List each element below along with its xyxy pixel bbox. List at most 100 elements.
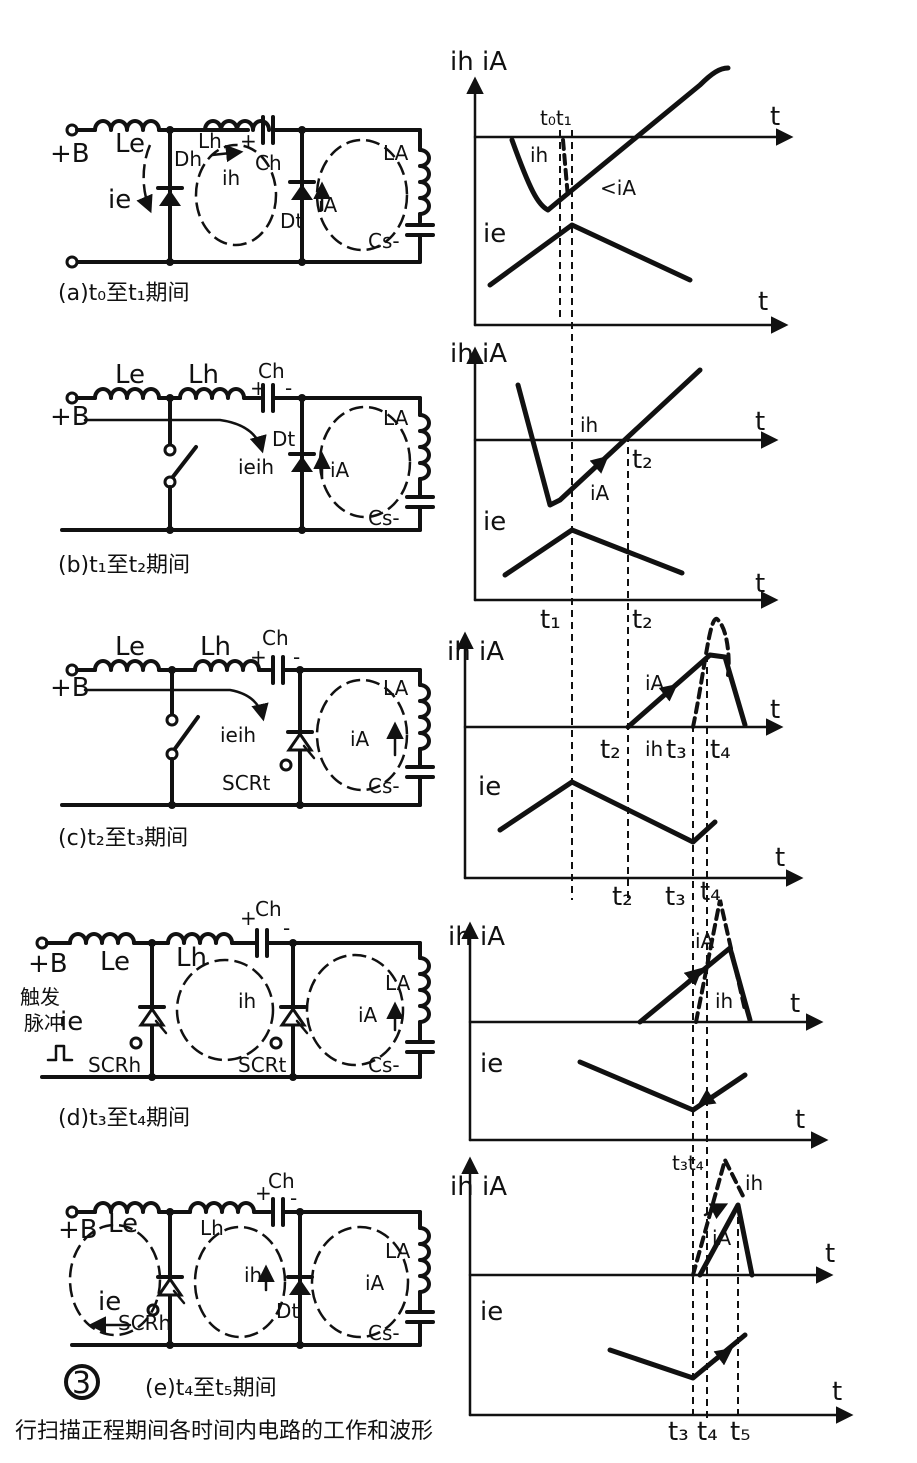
label-minus: - [283, 916, 290, 940]
wave-a-t0t1: t₀t₁ [540, 106, 572, 130]
label-iA: iA [365, 1271, 385, 1295]
wave-e-t4: t₄ [697, 1417, 718, 1447]
label-Le: Le [115, 632, 145, 662]
label-Le: Le [100, 947, 130, 977]
label-iA: iA [318, 193, 338, 217]
label-ih: ih [244, 1263, 262, 1287]
wave-d-iA: iA [695, 929, 715, 953]
label-ie: ie [98, 1287, 121, 1317]
label-iA: iA [330, 458, 350, 482]
label-minus: - [293, 645, 300, 669]
wave-e-ih-iA: ih iA [450, 1172, 507, 1202]
wave-b-t2: t₂ [632, 445, 653, 475]
label-Lh: Lh [200, 1216, 224, 1240]
label-Lh: Lh [200, 632, 231, 662]
figure-number-circle [64, 1364, 100, 1400]
wave-e-ie: ie [480, 1297, 503, 1327]
wave-c-ih: ih [645, 737, 663, 761]
wave-a-t2: t [758, 287, 768, 317]
caption-d: (d)t₃至t₄期间 [58, 1106, 190, 1131]
label-Cs: Cs- [368, 1053, 400, 1077]
label-plusB: +B [28, 949, 68, 979]
label-Dt: Dt [280, 209, 303, 233]
label-plus: + [240, 906, 257, 930]
wave-e-t: t [825, 1239, 835, 1269]
wave-a-t: t [770, 102, 780, 132]
wave-a-ih: ih [530, 143, 548, 167]
figure-caption: 行扫描正程期间各时间内电路的工作和波形 [15, 1419, 433, 1444]
wave-a-ih-iA: ih iA [450, 47, 507, 77]
label-iA: iA [350, 727, 370, 751]
wave-d-ih-iA: ih iA [448, 922, 505, 952]
label-Lh: Lh [176, 943, 207, 973]
label-iA: iA [358, 1003, 378, 1027]
label-trigger2: 脉冲 [24, 1011, 64, 1035]
wave-b-t1: t₁ [540, 605, 561, 635]
caption-e: (e)t₄至t₅期间 [145, 1376, 277, 1401]
wave-c-t-bottom: t [775, 843, 785, 873]
caption-b: (b)t₁至t₂期间 [58, 553, 190, 578]
label-trigger1: 触发 [20, 985, 60, 1009]
label-LA: LA [383, 676, 409, 700]
wave-d-t: t [790, 989, 800, 1019]
wave-b-t: t [755, 407, 765, 437]
label-LA: LA [385, 971, 411, 995]
label-Ch: Ch [255, 897, 282, 921]
wave-e-iA: iA [712, 1226, 732, 1250]
label-Lh: Lh [198, 129, 222, 153]
label-Dt: Dt [272, 427, 295, 451]
label-Ch: Ch [258, 359, 285, 383]
circuit-e: +B Le ie Lh + Ch - SCRh ih Dt iA LA Cs- … [58, 1169, 435, 1401]
caption-a: (a)t₀至t₁期间 [58, 281, 190, 306]
wave-d-t3t4: t₃t₄ [672, 1151, 704, 1175]
wave-d-t-bottom: t [795, 1105, 805, 1135]
waveforms: ih iA t t₀t₁ ih <iA ie t ih iA t ih iA t… [447, 47, 854, 1447]
label-Cs: Cs- [368, 506, 400, 530]
wave-c-ih-iA: ih iA [447, 637, 504, 667]
label-plus: + [250, 376, 267, 400]
figure-number: 3 [72, 1366, 91, 1401]
wave-b-t2-bottom: t₂ [632, 605, 653, 635]
wave-c-t2-bottom: t₂ [612, 882, 633, 912]
label-SCRh: SCRh [88, 1053, 141, 1077]
label-LA: LA [383, 141, 409, 165]
label-plus: + [240, 129, 257, 153]
wave-c-t4-bottom: t₄ [700, 877, 721, 907]
circuit-d: +B Le Lh + Ch - 触发 脉冲 ie SCRh ih SCRt iA… [20, 897, 435, 1131]
label-Le: Le [115, 129, 145, 159]
wave-c-ie: ie [478, 772, 501, 802]
label-ih: ih [222, 166, 240, 190]
label-Cs: Cs- [368, 774, 400, 798]
label-plus: + [255, 1181, 272, 1205]
wave-a-ie: ie [483, 219, 506, 249]
label-Lh: Lh [188, 360, 219, 390]
circuit-a: +B Le ie Dh Lh + Ch ih Dt iA LA Cs- (a)t… [50, 115, 435, 306]
label-ieih: ieih [238, 455, 274, 479]
wave-b-ie: ie [483, 507, 506, 537]
wave-d-ih: ih [715, 989, 733, 1013]
label-ih: ih [238, 989, 256, 1013]
label-ie: ie [60, 1007, 83, 1037]
wave-d-ie: ie [480, 1049, 503, 1079]
label-SCRt: SCRt [238, 1053, 287, 1077]
wave-e-t-bottom: t [832, 1377, 842, 1407]
label-Cs: Cs- [368, 1321, 400, 1345]
wave-c-t3-bottom: t₃ [665, 882, 686, 912]
wave-e-ih: ih [745, 1171, 763, 1195]
wave-e-t3: t₃ [668, 1417, 689, 1447]
wave-c-t3: t₃ [666, 735, 687, 765]
label-LA: LA [385, 1239, 411, 1263]
label-plusB: +B [50, 673, 90, 703]
label-Dt: Dt [276, 1299, 299, 1323]
label-Ch: Ch [262, 626, 289, 650]
label-plusB: +B [50, 139, 90, 169]
wave-b-ih-iA: ih iA [450, 339, 507, 369]
wave-b-t-bottom: t [755, 569, 765, 599]
wave-c-t4: t₄ [710, 735, 731, 765]
label-ieih: ieih [220, 723, 256, 747]
label-Ch: Ch [255, 151, 282, 175]
label-Dh: Dh [174, 147, 202, 171]
label-LA: LA [383, 406, 409, 430]
label-minus: - [285, 376, 292, 400]
